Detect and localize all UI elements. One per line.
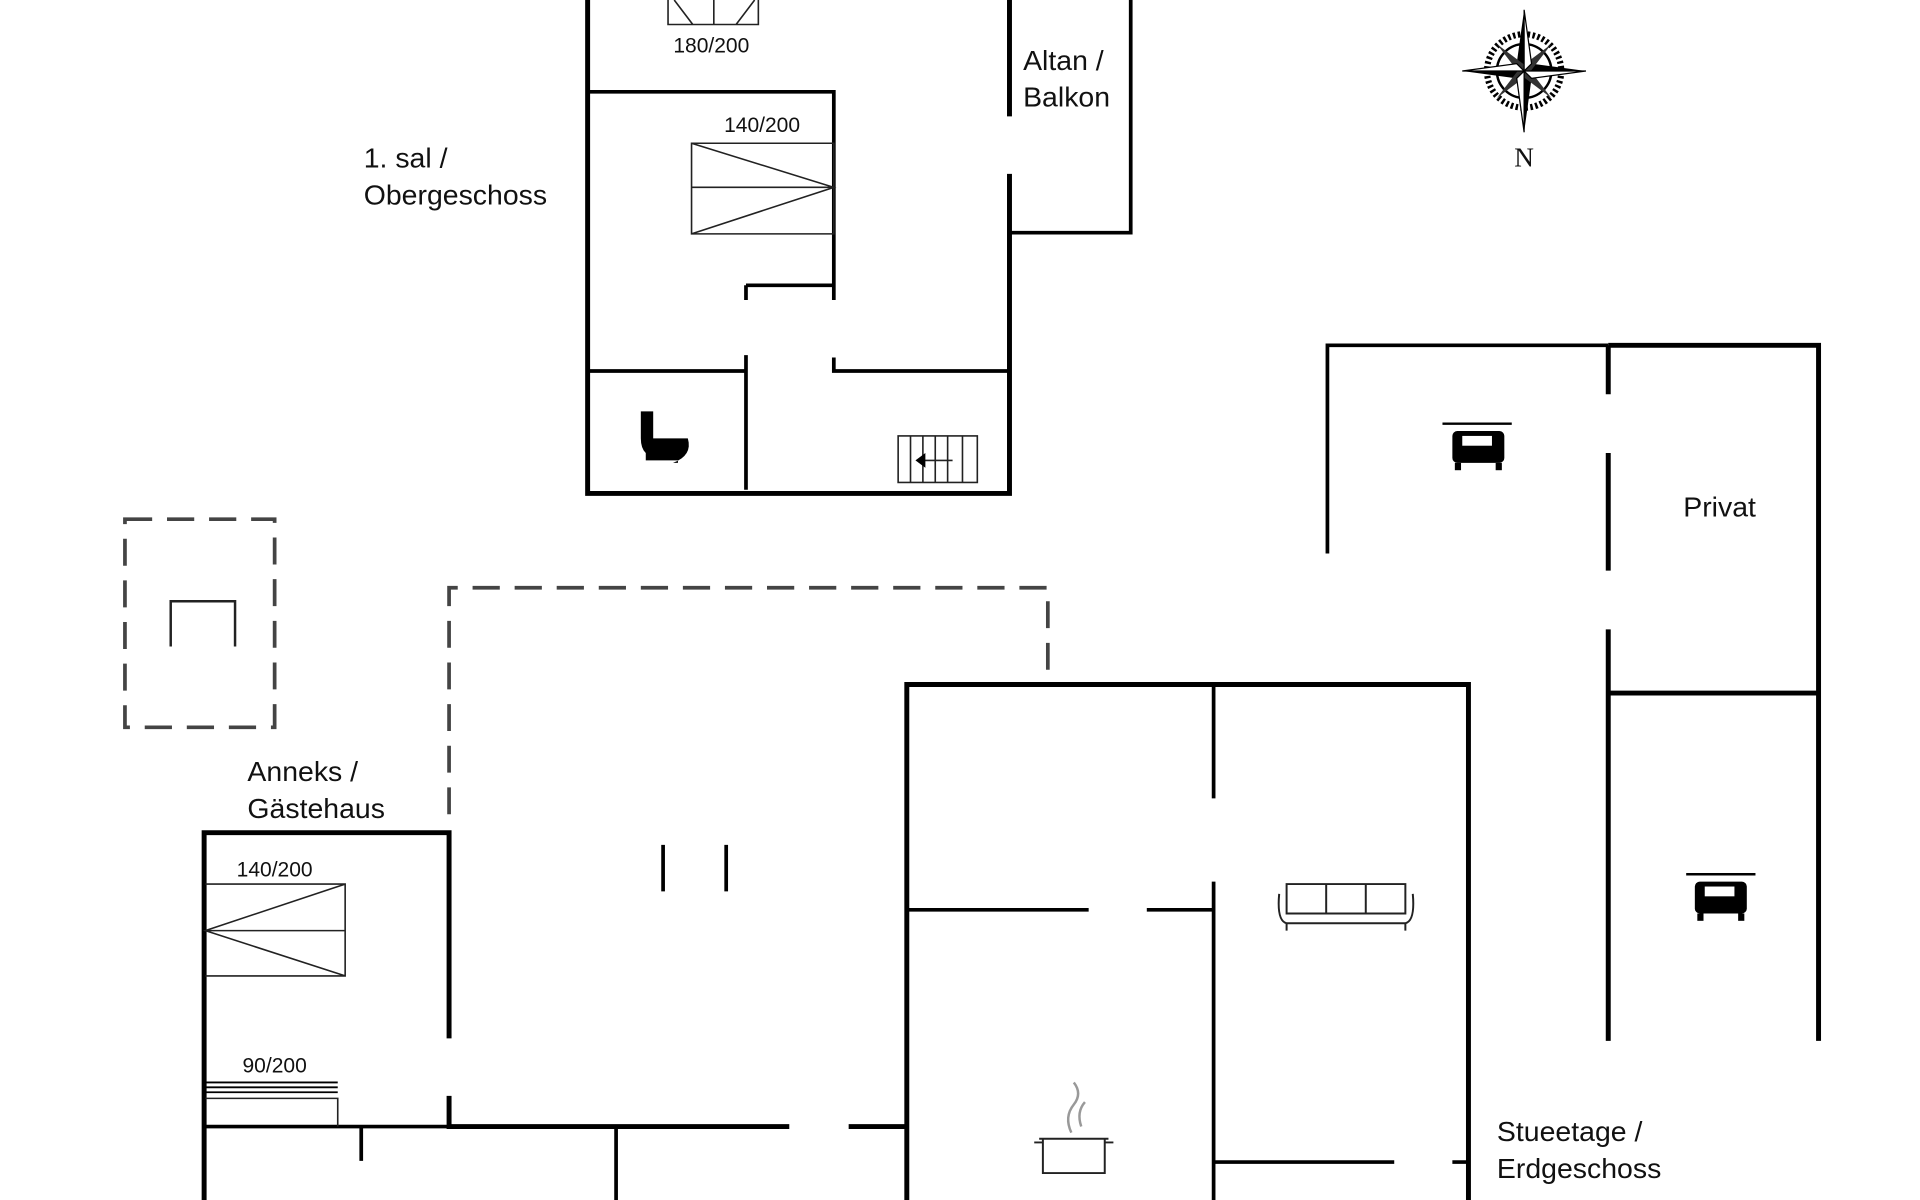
stairs-icon — [897, 435, 979, 484]
sofa-icon — [1277, 883, 1415, 931]
floor-label: Obergeschoss — [364, 179, 547, 211]
bed-icon — [202, 883, 346, 977]
bed-icon — [1686, 873, 1756, 921]
outdoor-structure — [123, 517, 1050, 815]
floor-label: Stueetage / — [1497, 1115, 1643, 1147]
floor-label: Gästehaus — [247, 792, 385, 824]
bed-icon — [205, 1081, 339, 1127]
room-label: Altan / — [1023, 44, 1104, 76]
compass-rose-icon: N — [1462, 9, 1587, 173]
upper-floor: 180/200 140/200 1. sal / Obergeschoss Al… — [364, 0, 1133, 496]
private-wing: Privat — [1325, 342, 1822, 1041]
annex: 140/200 90/200 Anneks / Gästehaus — [201, 755, 907, 1200]
bed-icon — [690, 142, 837, 235]
floor-label: 1. sal / — [364, 142, 448, 174]
room-label: Balkon — [1023, 81, 1110, 113]
bed-size-label: 90/200 — [242, 1055, 306, 1078]
floor-label: Erdgeschoss — [1497, 1152, 1661, 1184]
cooking-pot-icon — [1034, 1081, 1114, 1175]
floor-label: Anneks / — [247, 755, 358, 787]
bed-icon — [1442, 422, 1512, 471]
bed-size-label: 140/200 — [724, 114, 800, 137]
north-label: N — [1514, 143, 1534, 173]
bed-icon — [667, 0, 760, 26]
bed-size-label: 180/200 — [673, 35, 749, 58]
room-label: Privat — [1683, 491, 1756, 523]
ground-floor: Stueetage / Erdgeschoss — [904, 682, 1661, 1200]
bed-size-label: 140/200 — [237, 859, 313, 882]
toilet-icon — [640, 411, 689, 463]
